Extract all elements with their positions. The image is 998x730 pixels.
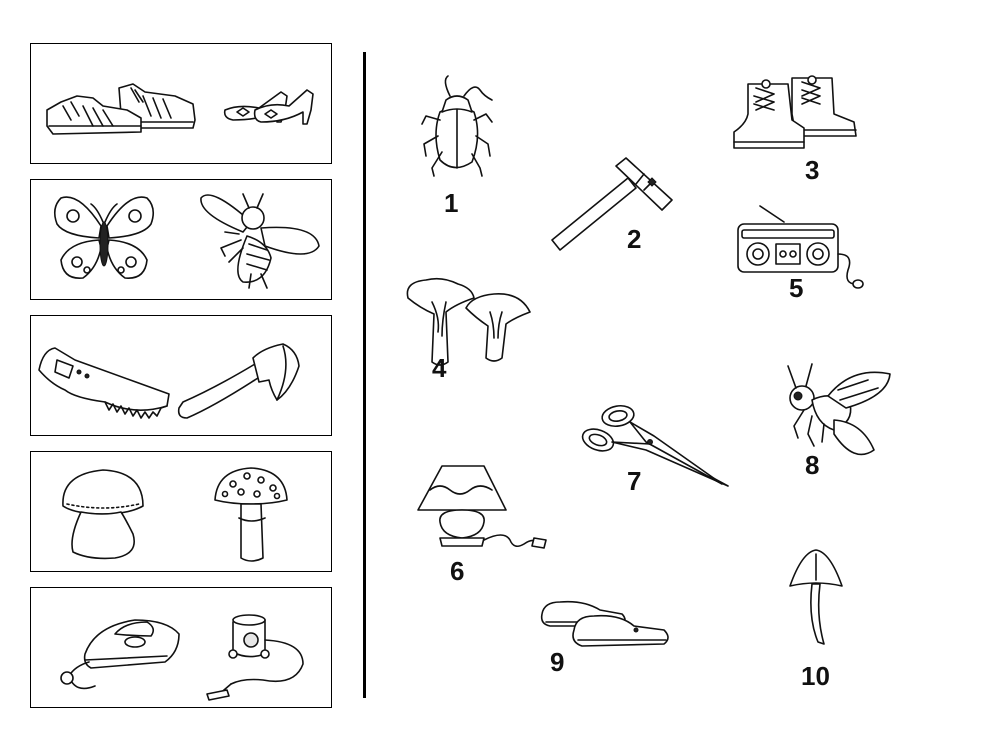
hammer-icon	[548, 156, 676, 256]
group-tools	[30, 315, 332, 436]
item-number: 2	[627, 224, 642, 254]
beetle-icon	[418, 74, 496, 180]
item-number: 7	[627, 466, 642, 496]
vertical-divider	[363, 52, 366, 698]
group-mushrooms	[30, 451, 332, 572]
item-number: 1	[444, 188, 459, 218]
porcini-mushroom-icon	[59, 464, 149, 560]
item-number: 5	[789, 273, 804, 303]
item-number: 8	[805, 450, 820, 480]
slippers-icon	[538, 594, 676, 654]
axe-icon	[175, 340, 305, 424]
iron-icon	[55, 606, 185, 698]
item-number: 10	[801, 661, 830, 691]
item-number: 9	[550, 647, 565, 677]
item-number: 4	[432, 353, 447, 383]
radio-icon	[734, 204, 866, 290]
vacuum-cleaner-icon	[203, 602, 321, 702]
item-number: 6	[450, 556, 465, 586]
fly-agaric-icon	[211, 462, 291, 566]
sneakers-icon	[43, 66, 203, 141]
high-heels-icon	[219, 80, 319, 130]
lamp-icon	[414, 460, 550, 556]
toadstool-icon	[788, 548, 844, 648]
chanterelle-icon	[402, 272, 532, 368]
group-insects	[30, 179, 332, 300]
item-number: 3	[805, 155, 820, 185]
butterfly-icon	[49, 188, 159, 288]
boots-icon	[730, 74, 860, 154]
group-footwear	[30, 43, 332, 164]
group-appliances	[30, 587, 332, 708]
saw-icon	[35, 342, 173, 422]
fly-icon	[778, 360, 894, 464]
scissors-icon	[576, 402, 732, 494]
bee-icon	[191, 184, 321, 294]
